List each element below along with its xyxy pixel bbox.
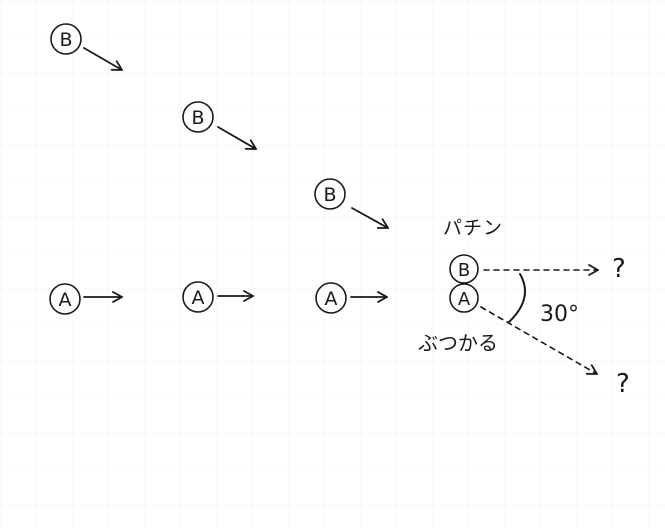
ball-a-label: A	[59, 289, 72, 311]
unknown-mark-lower: ?	[616, 369, 630, 399]
ball-b-label: B	[191, 107, 204, 129]
ball-a-label: A	[325, 288, 338, 310]
unknown-mark-upper: ?	[612, 254, 626, 284]
ball-b-position-3: B	[314, 178, 346, 210]
ball-a-position-2: A	[182, 281, 214, 313]
ball-b-position-2: B	[182, 101, 214, 133]
ball-a-label: A	[458, 289, 471, 310]
ball-b-label: B	[59, 29, 72, 51]
ball-a-label: A	[192, 287, 205, 309]
ball-a-position-1: A	[49, 283, 81, 315]
collision-sound-label: パチン	[443, 217, 503, 239]
ball-a-at-collision: A	[449, 283, 479, 313]
angle-label: 30°	[540, 302, 579, 327]
ball-b-arrow-2	[217, 126, 257, 150]
ball-b-arrow-3	[351, 207, 389, 229]
ball-b-position-1: B	[50, 23, 82, 55]
ball-a-position-3: A	[315, 282, 347, 314]
ball-b-label: B	[458, 260, 470, 281]
ball-a-outgoing-dashed-arrow	[480, 306, 598, 375]
ball-b-arrow-1	[83, 47, 123, 71]
ball-b-label: B	[323, 184, 336, 206]
ball-b-at-collision: B	[449, 254, 479, 284]
collision-verb-label: ぶつかる	[418, 331, 498, 355]
angle-arc	[508, 273, 527, 323]
